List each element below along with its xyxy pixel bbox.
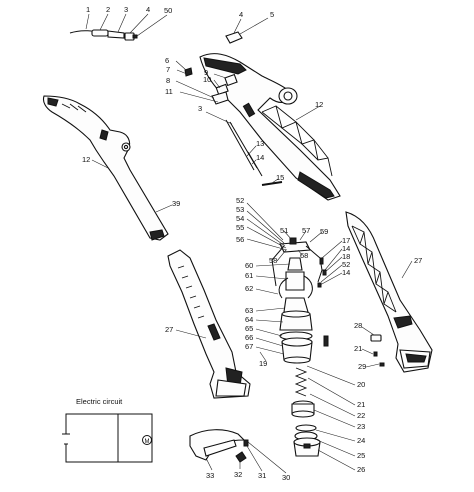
callout-39: 39 — [172, 199, 180, 208]
callout-18: 18 — [342, 252, 350, 261]
callout-6: 6 — [165, 56, 169, 65]
callout-52-b: 52 — [342, 260, 350, 269]
callout-30: 30 — [282, 473, 290, 482]
callout-25: 25 — [357, 451, 365, 460]
clip-part-4-5 — [225, 17, 269, 44]
callout-27-left: 27 — [165, 325, 173, 334]
electric-circuit: Electric circuit M — [62, 397, 153, 463]
rods-3-13-14-15 — [205, 111, 283, 186]
callout-13: 13 — [256, 139, 264, 148]
callout-15: 15 — [276, 173, 284, 182]
circuit-title: Electric circuit — [76, 397, 123, 406]
callout-55: 55 — [236, 223, 244, 232]
callout-33: 33 — [206, 471, 214, 480]
callout-1: 1 — [86, 5, 90, 14]
callout-10: 10 — [203, 75, 211, 84]
small-parts-28-21-29 — [361, 326, 385, 368]
callout-31: 31 — [258, 471, 266, 480]
callout-4-clip: 4 — [239, 10, 243, 19]
callout-4: 4 — [146, 5, 150, 14]
callout-56: 56 — [236, 235, 244, 244]
callout-60: 60 — [245, 261, 253, 270]
motor-gear-stack — [246, 202, 343, 364]
callout-14-b: 14 — [342, 244, 350, 253]
callout-3: 3 — [124, 5, 128, 14]
callout-5: 5 — [270, 10, 274, 19]
callout-2: 2 — [106, 5, 110, 14]
callout-3-rod: 3 — [198, 104, 202, 113]
callout-58: 58 — [269, 256, 277, 265]
callout-32: 32 — [234, 470, 242, 479]
callout-62: 62 — [245, 284, 253, 293]
callout-20: 20 — [357, 380, 365, 389]
callout-68: 68 — [300, 251, 308, 260]
motor-symbol: M — [145, 439, 150, 445]
callout-65: 65 — [245, 324, 253, 333]
callout-54: 54 — [236, 214, 244, 223]
callout-22: 22 — [357, 411, 365, 420]
callout-64: 64 — [245, 315, 253, 324]
callout-7: 7 — [166, 65, 170, 74]
callout-14: 14 — [256, 153, 264, 162]
callout-17: 17 — [342, 236, 350, 245]
callout-51: 51 — [280, 226, 288, 235]
callout-63: 63 — [245, 306, 253, 315]
callout-12-upper: 12 — [315, 100, 323, 109]
callout-24: 24 — [357, 436, 365, 445]
callout-61: 61 — [245, 271, 253, 280]
callout-12-left: 12 — [82, 155, 90, 164]
callout-23: 23 — [357, 422, 365, 431]
callout-57: 57 — [302, 226, 310, 235]
callout-26: 26 — [357, 465, 365, 474]
callout-53: 53 — [236, 205, 244, 214]
callout-11: 11 — [165, 87, 173, 96]
upper-handle-assembly — [175, 53, 341, 201]
leader-lines-left-stack — [246, 202, 291, 355]
cable-plug-assembly — [69, 13, 168, 41]
callout-21-b: 21 — [357, 400, 365, 409]
callout-29: 29 — [358, 362, 366, 371]
callout-50: 50 — [164, 6, 172, 15]
callout-9: 9 — [204, 68, 208, 77]
callout-21: 21 — [354, 344, 362, 353]
callout-67: 67 — [245, 342, 253, 351]
callout-28: 28 — [354, 321, 362, 330]
spool-spring-stack — [291, 365, 356, 471]
left-upper-tube — [42, 95, 173, 241]
callout-52: 52 — [236, 196, 244, 205]
callout-14-c: 14 — [342, 268, 350, 277]
guard-assembly — [189, 429, 287, 474]
callout-27-right: 27 — [414, 256, 422, 265]
callout-labels: 1 2 3 4 50 4 5 6 7 9 10 8 11 3 12 12 13 … — [82, 5, 422, 482]
right-tube — [345, 211, 433, 373]
callout-66: 66 — [245, 333, 253, 342]
callout-8: 8 — [166, 76, 170, 85]
callout-19: 19 — [259, 359, 267, 368]
lower-left-tube — [167, 249, 267, 399]
callout-59: 59 — [320, 227, 328, 236]
